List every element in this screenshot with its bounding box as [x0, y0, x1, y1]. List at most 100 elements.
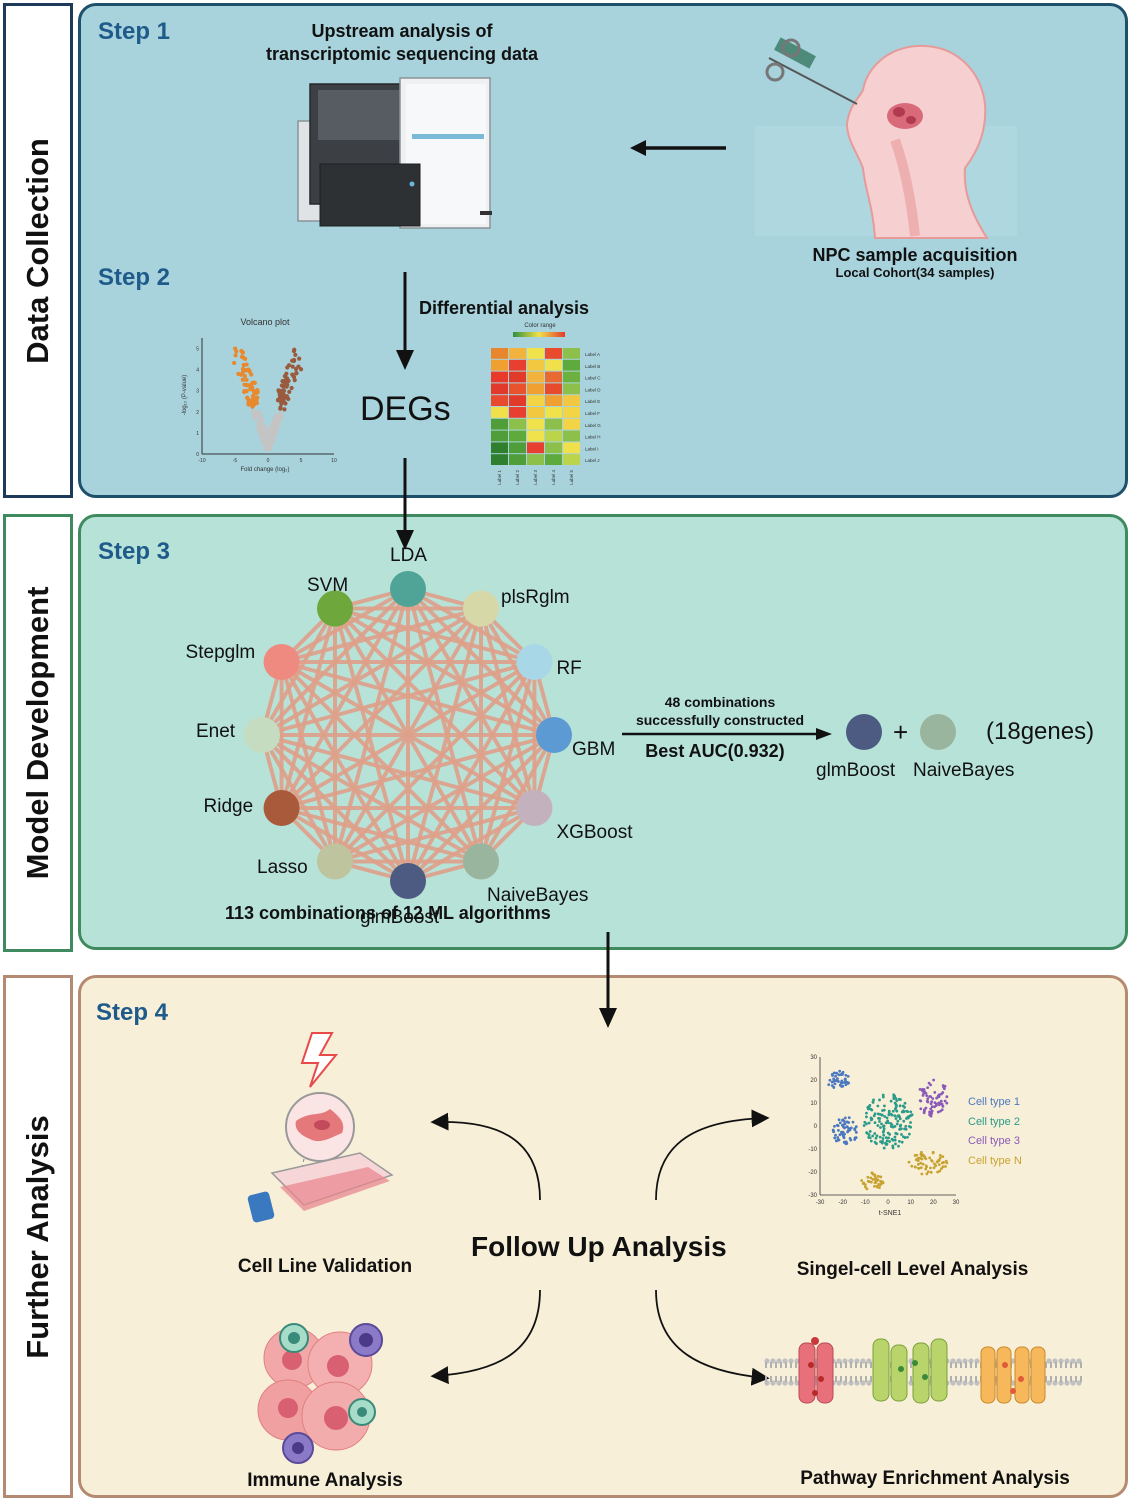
arrow-to-best-model — [622, 728, 832, 740]
tsne-point — [875, 1134, 879, 1138]
sidebar-further-analysis: Further Analysis — [3, 975, 73, 1498]
node-rf — [516, 644, 553, 680]
network-edge — [406, 608, 483, 882]
heatmap-row-label: Label I — [585, 446, 599, 451]
node-label-stepglm: Stepglm — [185, 642, 256, 663]
network-edge — [406, 588, 483, 862]
tsne-point — [848, 1128, 852, 1132]
tsne-point — [916, 1162, 920, 1166]
heatmap-cell — [527, 371, 544, 383]
tsne-point — [903, 1101, 907, 1105]
heatmap-cell — [509, 395, 526, 406]
best-model-2-label: NaiveBayes — [913, 760, 1015, 781]
heatmap-cell — [563, 395, 580, 406]
node-ridge — [263, 790, 300, 826]
tsne-point — [879, 1175, 883, 1179]
tsne-point — [878, 1183, 882, 1187]
tsne-point — [893, 1135, 897, 1139]
tsne-point — [898, 1104, 902, 1108]
tsne-point — [890, 1123, 894, 1127]
node-xgboost — [516, 790, 553, 826]
tsne-point — [846, 1074, 850, 1078]
volcano-point — [269, 429, 275, 435]
immune-analysis-label: Immune Analysis — [247, 1470, 403, 1491]
tsne-point — [871, 1178, 875, 1181]
tsne-point — [930, 1109, 934, 1113]
volcano-point — [250, 380, 256, 385]
combinations-caption: 113 combinations of 12 ML algorithms — [225, 903, 551, 923]
tsne-point — [894, 1142, 897, 1146]
volcano-point — [293, 352, 298, 358]
heatmap-cell — [563, 454, 580, 465]
volcano-y-tick: 3 — [196, 389, 199, 395]
volcano-point — [255, 389, 260, 394]
heatmap-cell — [545, 348, 562, 359]
step-2-label: Step 2 — [98, 264, 171, 291]
heatmap-cell — [491, 348, 508, 359]
tsne-y-tick: 20 — [810, 1078, 817, 1084]
heatmap-cell — [527, 430, 544, 442]
tsne-point — [840, 1081, 844, 1085]
node-naivebayes — [463, 843, 499, 880]
tsne-point — [915, 1153, 919, 1157]
heatmap-color-range-title: Color range — [524, 323, 556, 329]
arrow-caption-line2: successfully constructed — [635, 712, 805, 728]
tsne-point — [920, 1157, 924, 1161]
heatmap-cell — [509, 348, 526, 359]
heatmap-row-label: Label A — [585, 352, 600, 357]
arrow-models-to-further — [599, 932, 617, 1028]
step-4-label: Step 4 — [96, 999, 169, 1026]
tsne-point — [882, 1129, 886, 1133]
network-edge — [281, 733, 555, 810]
heatmap-row-label: Label D — [585, 387, 601, 392]
sequencer-machine-icon — [297, 77, 492, 229]
tsne-point — [882, 1127, 886, 1131]
tsne-x-tick: -10 — [861, 1200, 870, 1206]
tsne-point — [853, 1127, 857, 1131]
volcano-y-tick: 1 — [196, 431, 199, 437]
volcano-point — [275, 421, 280, 426]
tsne-point — [938, 1169, 942, 1173]
membrane-lipid — [848, 1380, 854, 1386]
tsne-point — [934, 1104, 938, 1107]
heatmap-cell — [509, 442, 526, 454]
tsne-point — [834, 1079, 838, 1082]
tsne-x-tick: 30 — [953, 1200, 960, 1206]
arrow-sequencer-to-degs — [396, 272, 414, 370]
membrane-lipid — [788, 1358, 794, 1364]
tsne-point — [945, 1161, 949, 1165]
heatmap-cell — [563, 442, 580, 454]
tsne-point — [898, 1117, 902, 1121]
tsne-point — [838, 1121, 842, 1125]
tsne-point — [866, 1175, 870, 1179]
tsne-point — [872, 1098, 875, 1102]
tsne-point — [929, 1102, 933, 1106]
tsne-point — [884, 1136, 888, 1140]
tsne-point — [918, 1099, 922, 1103]
volcano-point — [277, 396, 282, 401]
heatmap-cell — [563, 371, 580, 383]
step-1-label: Step 1 — [98, 18, 171, 45]
heatmap-cell — [527, 395, 544, 406]
sequencing-title-line2: transcriptomic sequencing data — [265, 44, 539, 64]
network-edge — [281, 660, 555, 737]
tsne-point — [833, 1082, 837, 1086]
heatmap-cell — [563, 359, 580, 371]
sequencing-title: Upstream analysis of transcriptomic sequ… — [230, 20, 574, 66]
tsne-point — [922, 1091, 926, 1095]
network-edge — [260, 733, 337, 863]
tsne-point — [892, 1097, 896, 1100]
tsne-point — [906, 1135, 909, 1139]
plus-sign: + — [893, 717, 909, 747]
tsne-point — [832, 1077, 836, 1081]
tsne-point — [842, 1135, 846, 1139]
tsne-point — [883, 1104, 886, 1108]
tsne-point — [936, 1110, 940, 1114]
volcano-x-tick: 5 — [300, 458, 303, 464]
tsne-point — [876, 1124, 880, 1127]
tsne-point — [878, 1135, 882, 1139]
volcano-point — [243, 356, 248, 361]
tsne-point — [931, 1151, 935, 1155]
tsne-y-tick: -20 — [808, 1170, 817, 1176]
heatmap-cell — [545, 383, 562, 395]
